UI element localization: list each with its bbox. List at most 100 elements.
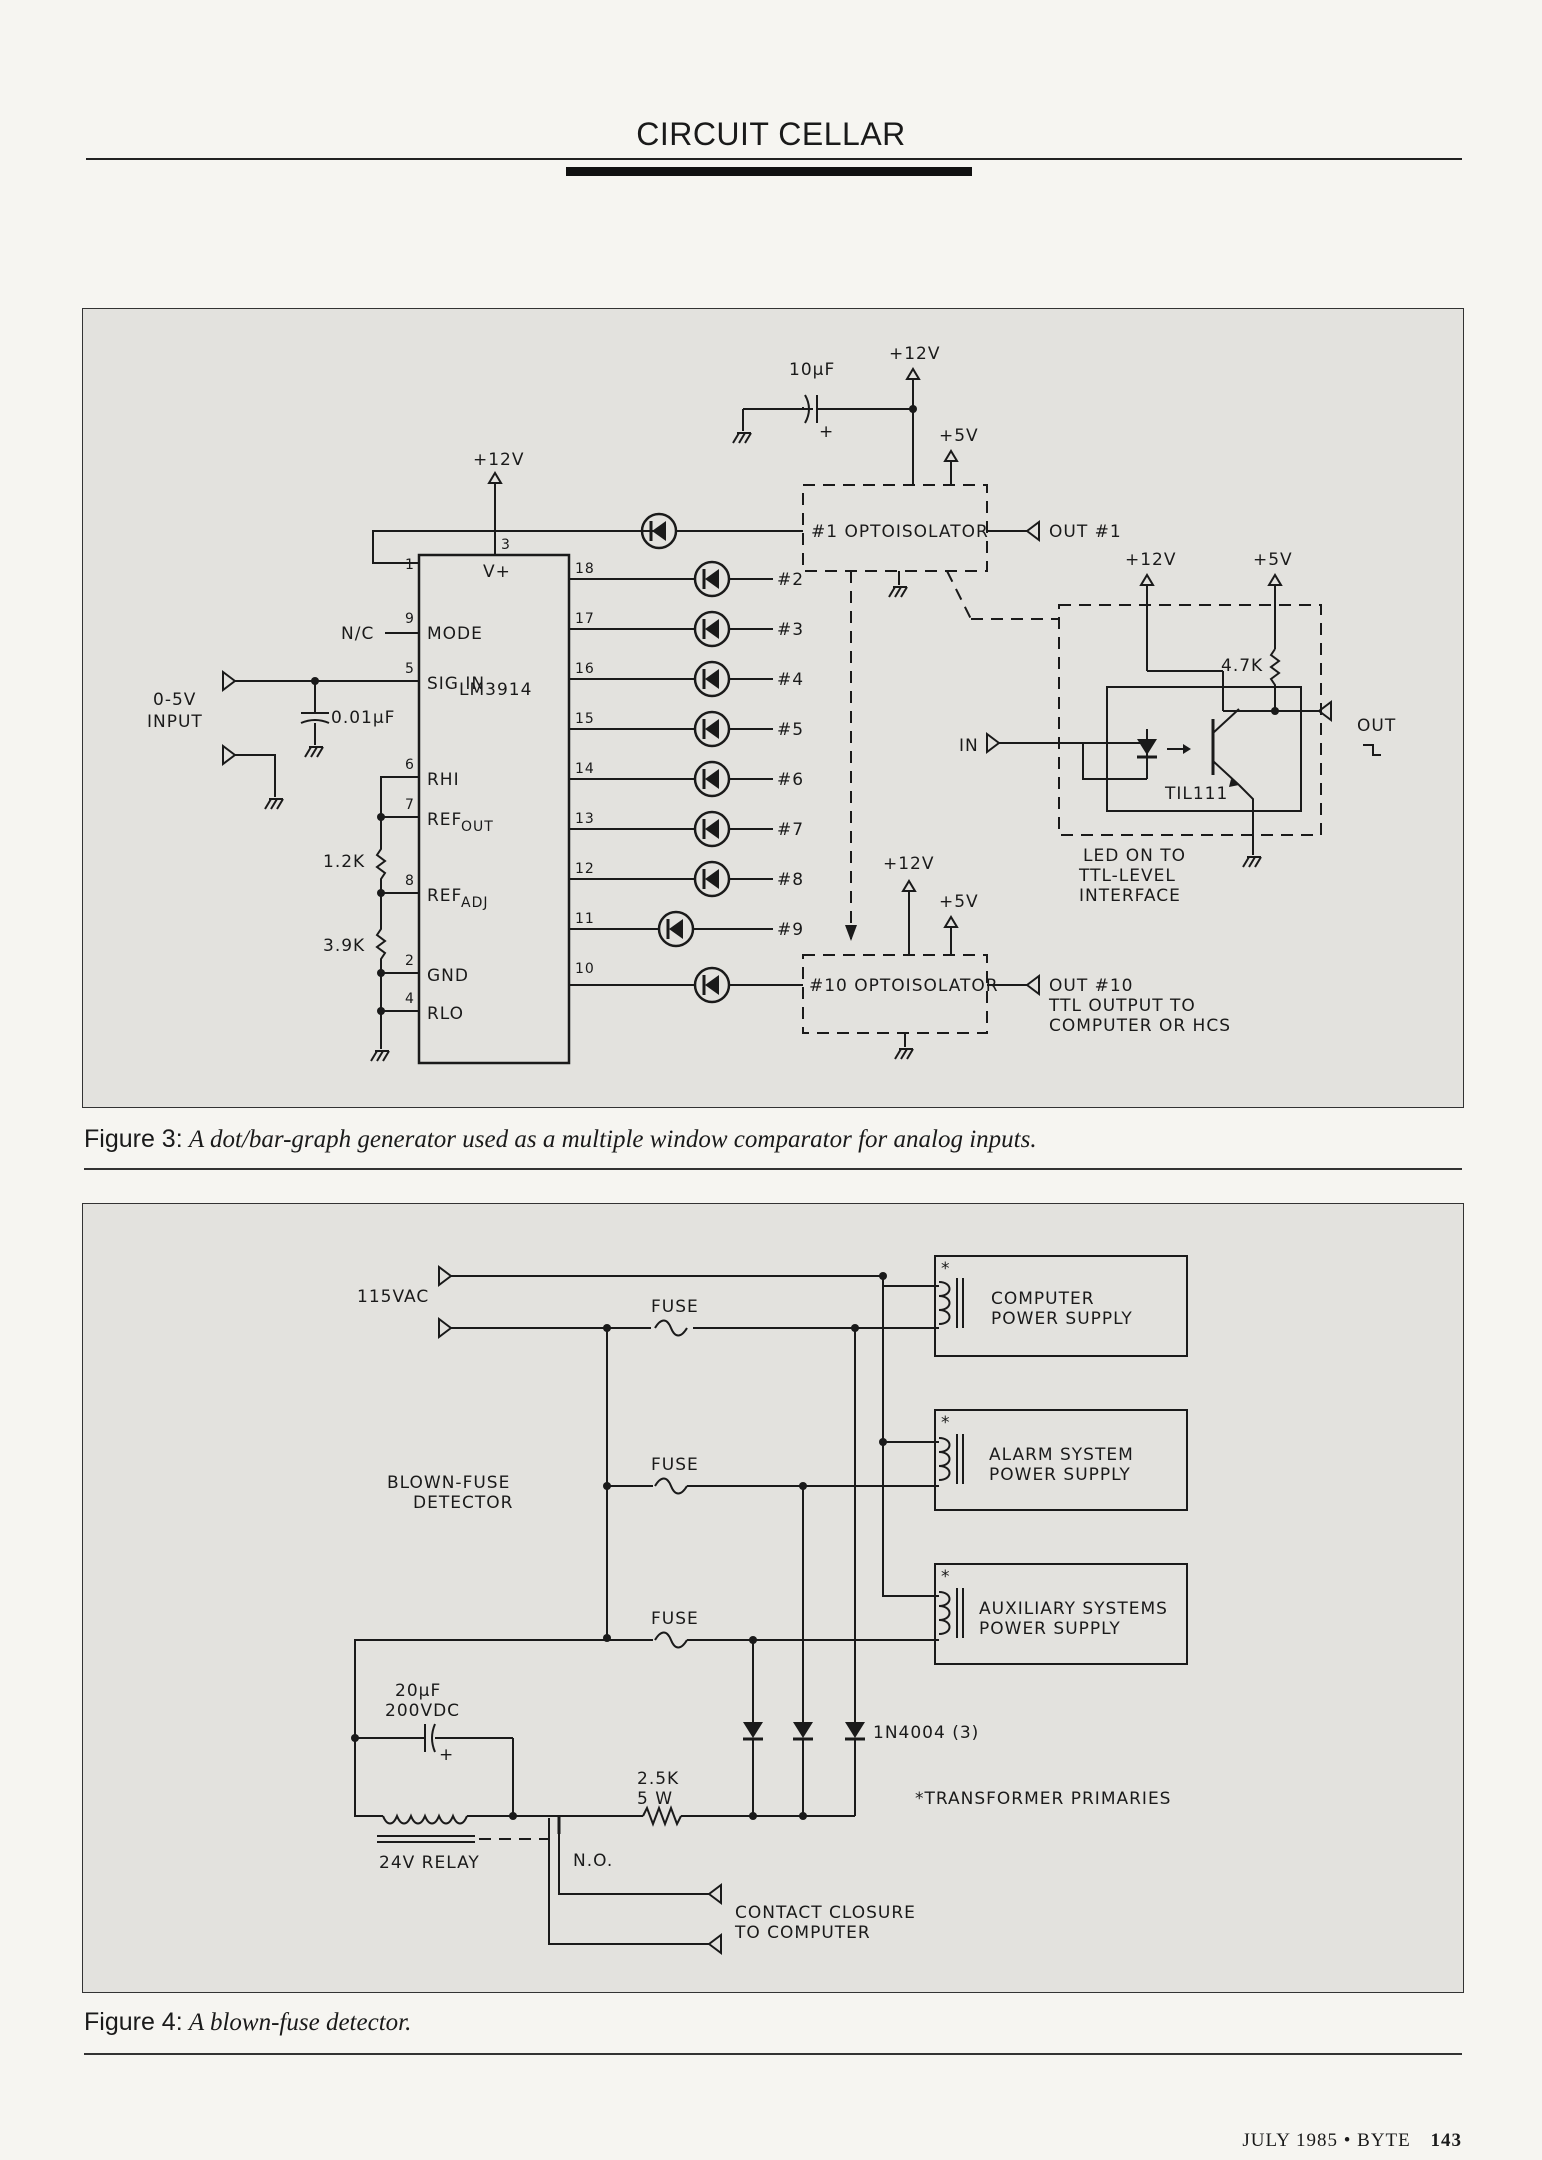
res-a: 2.5K bbox=[637, 1769, 679, 1789]
ps3-a: AUXILIARY SYSTEMS bbox=[979, 1599, 1168, 1619]
figure-3-caption: Figure 3: A dot/bar-graph generator used… bbox=[84, 1125, 1037, 1154]
figure-4-panel: 115VAC FUSE * COMPUTER POWER SUPPLY * AL… bbox=[82, 1203, 1464, 1993]
opto1-label: #1 OPTOISOLATOR bbox=[811, 522, 989, 542]
led-label: #8 bbox=[777, 870, 804, 890]
led-on-c: INTERFACE bbox=[1079, 886, 1181, 906]
pin-number: 2 bbox=[405, 953, 415, 969]
footer-date: JULY 1985 • BYTE bbox=[1242, 2130, 1411, 2151]
led-on-a: LED ON TO bbox=[1083, 846, 1186, 866]
cc-b: TO COMPUTER bbox=[734, 1923, 871, 1943]
ps2-a: ALARM SYSTEM bbox=[989, 1445, 1134, 1465]
fuse3-label: FUSE bbox=[651, 1609, 699, 1629]
led-label: #7 bbox=[777, 820, 804, 840]
out10-label: OUT #10 bbox=[1049, 976, 1134, 996]
pin-label-v: V+ bbox=[483, 562, 511, 582]
pin-number: 1 bbox=[405, 557, 415, 573]
label-cap001: 0.01µF bbox=[331, 708, 395, 728]
label-5v-r: +5V bbox=[1253, 550, 1293, 570]
no-label: N.O. bbox=[573, 1851, 613, 1871]
fuse1-label: FUSE bbox=[651, 1297, 699, 1317]
out1-label: OUT #1 bbox=[1049, 522, 1122, 542]
out-pin-number: 13 bbox=[575, 811, 595, 827]
header-bar bbox=[566, 167, 972, 176]
out10-label-c: COMPUTER OR HCS bbox=[1049, 1016, 1231, 1036]
aux-ps-box bbox=[934, 1563, 1188, 1665]
cap-b: 200VDC bbox=[385, 1701, 460, 1721]
tp-label: *TRANSFORMER PRIMARIES bbox=[915, 1789, 1171, 1809]
out10-label-b: TTL OUTPUT TO bbox=[1048, 996, 1196, 1016]
label-12v-r: +12V bbox=[1125, 550, 1177, 570]
header-rule bbox=[86, 158, 1462, 160]
led-label: #4 bbox=[777, 670, 804, 690]
opto10-label: #10 OPTOISOLATOR bbox=[809, 976, 999, 996]
ps3-b: POWER SUPPLY bbox=[979, 1619, 1121, 1639]
cap-a: 20µF bbox=[395, 1681, 441, 1701]
label-cap10: 10µF bbox=[789, 360, 835, 380]
alarm-ps-box bbox=[934, 1409, 1188, 1511]
star-3: * bbox=[941, 1567, 951, 1587]
pin-label-refout-sub: OUT bbox=[461, 819, 494, 835]
led-on-b: TTL-LEVEL bbox=[1078, 866, 1176, 886]
out-pin-number: 15 bbox=[575, 711, 595, 727]
pin-number: 9 bbox=[405, 611, 415, 627]
figure-3-schematic: LM3914 V+ MODE SIG IN RHI REF OUT REF AD… bbox=[147, 344, 1396, 1065]
pin-number: 5 bbox=[405, 661, 415, 677]
star-2: * bbox=[941, 1413, 951, 1433]
out-pin-number: 14 bbox=[575, 761, 595, 777]
pin-label-mode: MODE bbox=[427, 624, 483, 644]
page-header-title: CIRCUIT CELLAR bbox=[636, 116, 906, 152]
label-input-v: 0-5V bbox=[153, 690, 196, 710]
ps1-a: COMPUTER bbox=[991, 1289, 1095, 1309]
label-5v-b: +5V bbox=[939, 892, 979, 912]
ps2-b: POWER SUPPLY bbox=[989, 1465, 1131, 1485]
label-12v-ic: +12V bbox=[473, 450, 525, 470]
pin-label-refout: REF bbox=[427, 810, 462, 830]
out-label: OUT bbox=[1357, 716, 1396, 736]
pin-number: 6 bbox=[405, 757, 415, 773]
label-input: INPUT bbox=[147, 712, 203, 732]
figure-3-caption-rule bbox=[84, 1168, 1462, 1170]
figure-4-schematic: 115VAC FUSE * COMPUTER POWER SUPPLY * AL… bbox=[351, 1255, 1188, 1954]
label-r12: 1.2K bbox=[323, 852, 365, 872]
figure-4-caption: Figure 4: A blown-fuse detector. bbox=[84, 2008, 411, 2037]
figure-3-caption-label: Figure 3: bbox=[84, 1125, 183, 1153]
led-label: #3 bbox=[777, 620, 804, 640]
pin-label-sig: SIG IN bbox=[427, 674, 485, 694]
pin-label-rlo: RLO bbox=[427, 1004, 464, 1024]
label-nc: N/C bbox=[341, 624, 374, 644]
out-pin-number: 17 bbox=[575, 611, 595, 627]
pin-number: 7 bbox=[405, 797, 415, 813]
out-pin-number: 18 bbox=[575, 561, 595, 577]
out-pin-number: 10 bbox=[575, 961, 595, 977]
computer-ps-box bbox=[934, 1255, 1188, 1357]
star-1: * bbox=[941, 1259, 951, 1279]
cap-plus: + bbox=[439, 1745, 454, 1765]
pin-label-rhi: RHI bbox=[427, 770, 460, 790]
pin-number: 8 bbox=[405, 873, 415, 889]
pin-number: 3 bbox=[501, 537, 511, 553]
label-r47: 4.7K bbox=[1221, 656, 1263, 676]
led-label: #2 bbox=[777, 570, 804, 590]
figure-4-caption-text: A blown-fuse detector. bbox=[188, 2009, 412, 2036]
label-vac: 115VAC bbox=[357, 1287, 429, 1307]
fuse2-label: FUSE bbox=[651, 1455, 699, 1475]
figure-4-caption-rule bbox=[84, 2053, 1462, 2055]
figure-3-panel: LM3914 V+ MODE SIG IN RHI REF OUT REF AD… bbox=[82, 308, 1464, 1108]
figure-4-caption-label: Figure 4: bbox=[84, 2008, 183, 2036]
diode-label: 1N4004 (3) bbox=[873, 1723, 979, 1743]
cc-a: CONTACT CLOSURE bbox=[735, 1903, 916, 1923]
res-b: 5 W bbox=[637, 1789, 673, 1809]
label-5v-top: +5V bbox=[939, 426, 979, 446]
bfd-b: DETECTOR bbox=[413, 1493, 513, 1513]
page-number: 143 bbox=[1430, 2130, 1462, 2151]
figure-3-caption-text: A dot/bar-graph generator used as a mult… bbox=[188, 1126, 1037, 1153]
out-pin-number: 16 bbox=[575, 661, 595, 677]
label-plus: + bbox=[819, 422, 834, 442]
in-label: IN bbox=[959, 736, 979, 756]
relay-label: 24V RELAY bbox=[379, 1853, 480, 1873]
ic-name: LM3914 bbox=[459, 680, 532, 700]
page-footer: JULY 1985 • BYTE 143 bbox=[1242, 2130, 1462, 2152]
out-pin-number: 11 bbox=[575, 911, 595, 927]
led-label: #6 bbox=[777, 770, 804, 790]
pin-label-refadj-sub: ADJ bbox=[461, 895, 489, 911]
